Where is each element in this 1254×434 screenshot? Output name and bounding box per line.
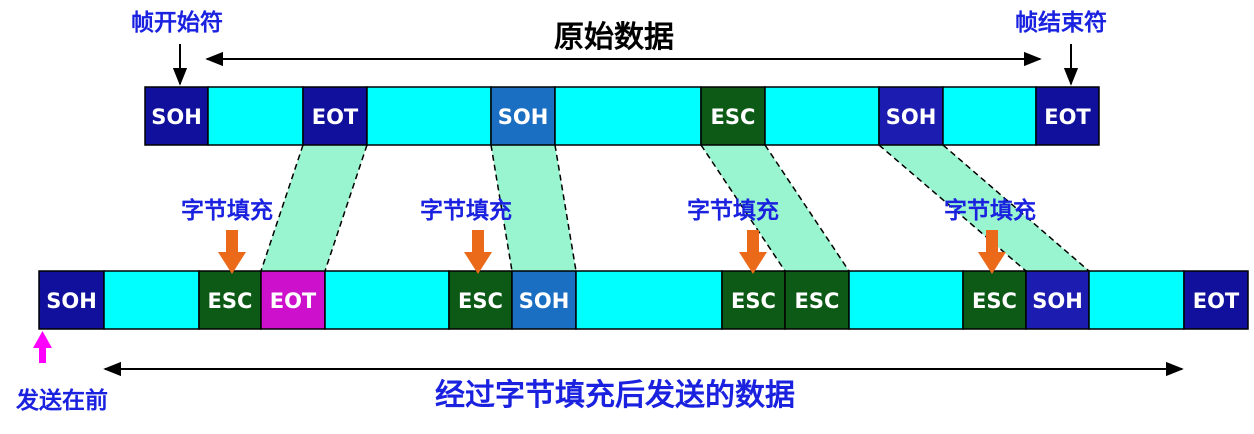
top-data-byte-cell-5 [554, 86, 702, 146]
bottom-eot-label-14: EOT [1193, 289, 1240, 313]
bottom-esc-cell-9 [784, 270, 850, 330]
bottom-esc-cell-8 [721, 270, 786, 330]
stuffing-arrow-head-3 [739, 252, 767, 274]
top-soh-label-8: SOH [886, 105, 937, 129]
top-eot-label-10: EOT [1044, 105, 1091, 129]
bottom-esc-label-11: ESC [972, 289, 1017, 313]
frame-end-label: 帧结束符 [1015, 9, 1107, 36]
mapping-band-edge-right-3 [764, 144, 850, 272]
bottom-soh-label-12: SOH [1032, 289, 1083, 313]
bottom-eot-label-3: EOT [270, 289, 317, 313]
bottom-soh-label-6: SOH [519, 289, 570, 313]
stuffing-arrow-head-1 [218, 252, 246, 274]
mapping-bands [260, 144, 1090, 272]
stuffed-data-label: 经过字节填充后发送的数据 [435, 378, 795, 413]
mapping-band-edge-left-2 [490, 144, 513, 272]
top-soh-label-4: SOH [498, 105, 549, 129]
original-frame-row: SOH EOT SOH ESC SOH EOT [144, 86, 1100, 146]
stuffing-arrows [218, 230, 1006, 274]
bottom-esc-label-9: ESC [795, 289, 840, 313]
stuffed-frame-row: SOH ESC EOT ESC SOH ESC ESC ESC SOH EOT [38, 270, 1249, 330]
byte-stuffing-label-4: 字节填充 [944, 197, 1036, 224]
bottom-data-byte-cell-7 [575, 270, 723, 330]
byte-stuffing-label-1: 字节填充 [181, 197, 273, 224]
mapping-band-edge-right-2 [554, 144, 577, 272]
bottom-soh-label-0: SOH [46, 289, 97, 313]
mapping-band-edge-left-1 [260, 144, 304, 272]
top-data-byte-cell-3 [366, 86, 492, 146]
frame-start-label: 帧开始符 [131, 9, 223, 36]
mapping-band-edge-right-1 [324, 144, 368, 272]
top-soh-cell-8 [878, 86, 944, 146]
bottom-esc-label-2: ESC [208, 289, 253, 313]
send-first-label: 发送在前 [15, 387, 108, 414]
byte-stuffing-label-3: 字节填充 [687, 197, 779, 224]
bottom-esc-label-5: ESC [458, 289, 503, 313]
mapping-band-edge-left-4 [878, 144, 1027, 272]
bottom-esc-cell-11 [962, 270, 1027, 330]
bottom-data-byte-cell-1 [103, 270, 200, 330]
bottom-data-byte-cell-13 [1088, 270, 1185, 330]
byte-stuffing-labels: 字节填充 字节填充 字节填充 字节填充 [181, 197, 1036, 224]
top-soh-cell-4 [490, 86, 556, 146]
stuffing-arrow-head-2 [464, 252, 492, 274]
bottom-eot-cell-3 [260, 270, 326, 330]
top-data-byte-cell-1 [207, 86, 304, 146]
top-esc-label-6: ESC [711, 105, 756, 129]
bottom-soh-cell-6 [511, 270, 577, 330]
send-first-arrow [33, 331, 52, 363]
bottom-data-byte-cell-4 [324, 270, 450, 330]
bottom-soh-cell-0 [38, 270, 105, 330]
top-data-byte-cell-9 [942, 86, 1037, 146]
mapping-band-3 [701, 145, 849, 271]
top-eot-cell-2 [302, 86, 368, 146]
mapping-band-2 [491, 145, 576, 271]
top-eot-cell-10 [1035, 86, 1100, 146]
bottom-esc-label-8: ESC [731, 289, 776, 313]
bottom-soh-cell-12 [1025, 270, 1090, 330]
stuffing-arrow-shaft-1 [226, 230, 238, 254]
stuffing-arrow-shaft-2 [472, 230, 484, 254]
mapping-band-edge-left-3 [700, 144, 786, 272]
original-data-label: 原始数据 [554, 20, 674, 55]
bottom-data-byte-cell-10 [848, 270, 964, 330]
top-esc-cell-6 [700, 86, 766, 146]
top-eot-label-2: EOT [312, 105, 359, 129]
stuffing-arrow-shaft-4 [986, 230, 998, 254]
byte-stuffing-label-2: 字节填充 [420, 197, 512, 224]
mapping-band-edge-right-4 [942, 144, 1090, 272]
mapping-band-4 [879, 145, 1089, 271]
stuffing-arrow-head-4 [978, 252, 1006, 274]
bottom-esc-cell-5 [448, 270, 513, 330]
top-soh-label-0: SOH [151, 105, 202, 129]
top-data-byte-cell-7 [764, 86, 880, 146]
stuffing-arrow-shaft-3 [747, 230, 759, 254]
bottom-eot-cell-14 [1183, 270, 1249, 330]
bottom-esc-cell-2 [198, 270, 262, 330]
mapping-band-1 [261, 145, 367, 271]
